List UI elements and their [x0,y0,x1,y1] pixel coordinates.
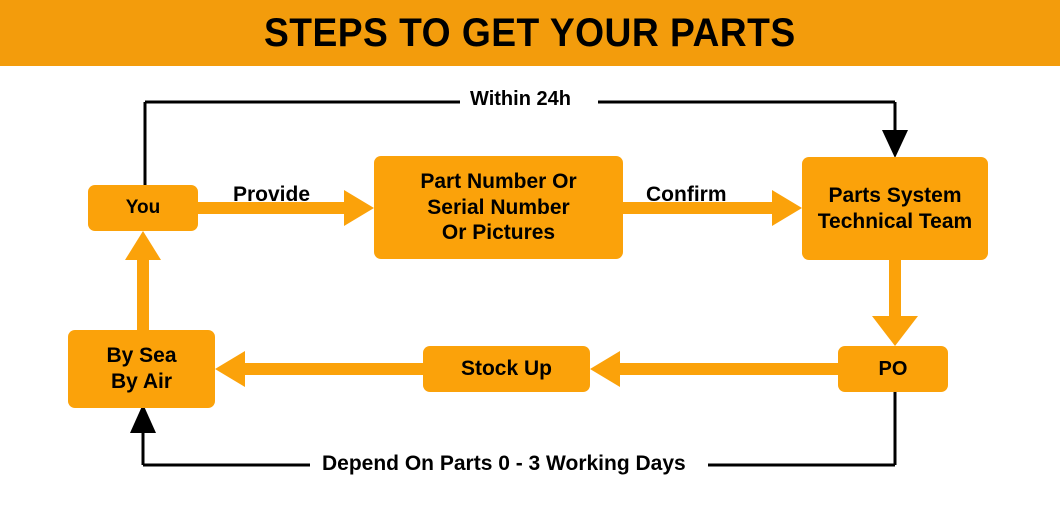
page-title: STEPS TO GET YOUR PARTS [264,10,796,55]
node-part-number-line-3: Or Pictures [441,221,556,245]
node-part-number-line-2: Serial Number [427,195,570,219]
edge-label-provide: Provide [233,183,311,206]
node-po[interactable]: PO [838,346,948,392]
node-stock-up-line-1: Stock Up [460,357,552,381]
node-shipping-line-1: By Sea [106,344,177,368]
edge-label-depend-on-parts: Depend On Parts 0 - 3 Working Days [322,452,686,475]
node-po-line-1: PO [878,357,908,380]
node-shipping-line-2: By Air [110,370,173,393]
node-part-number[interactable]: Part Number Or Serial Number Or Pictures [374,156,623,259]
node-you[interactable]: You [88,185,198,231]
edge-stock-up-to-shipping [215,351,423,387]
node-parts-system-technical-team[interactable]: Parts System Technical Team [802,157,988,260]
header-banner: STEPS TO GET YOUR PARTS [0,0,1060,66]
node-stock-up[interactable]: Stock Up [423,346,590,392]
node-parts-team-line-1: Parts System [828,183,962,207]
edge-label-confirm: Confirm [646,183,727,206]
edge-within-24h [143,100,908,185]
node-shipping-by-sea-by-air[interactable]: By Sea By Air [68,330,215,408]
node-parts-team-line-2: Technical Team [817,209,973,233]
edge-po-to-stock-up [590,351,838,387]
edge-provide [198,190,374,226]
edge-shipping-to-you [125,231,161,330]
node-you-line-1: You [125,197,161,219]
node-part-number-line-1: Part Number Or [420,170,577,194]
edge-parts-team-to-po [872,260,918,346]
edge-confirm [623,190,802,226]
edge-depend-on-parts [130,392,897,467]
edge-label-within-24h: Within 24h [470,88,571,110]
